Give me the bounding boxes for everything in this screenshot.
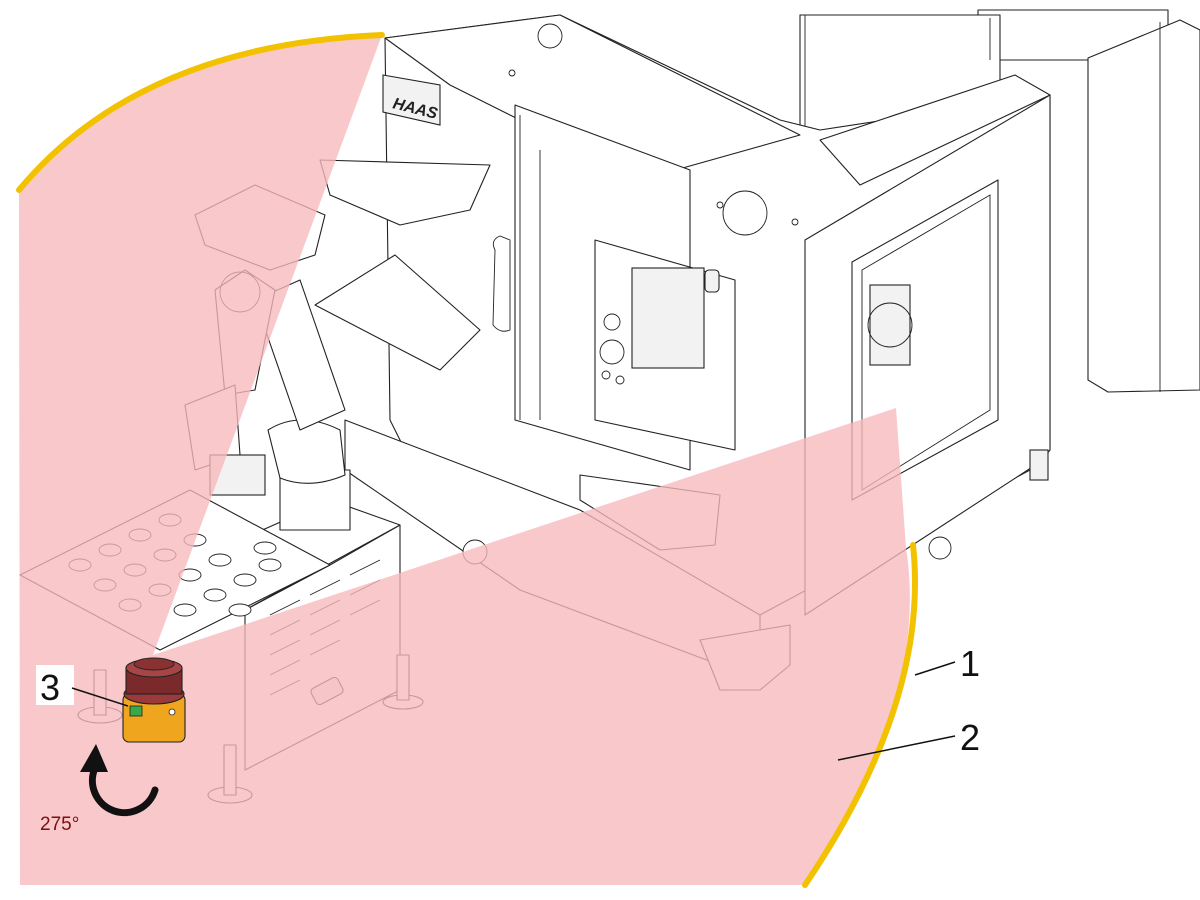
door-handle xyxy=(492,235,511,332)
side-cabinet xyxy=(1087,19,1200,393)
machine-top-panel xyxy=(384,14,801,181)
robot-shoulder xyxy=(267,419,346,484)
rotation-angle-label: 275° xyxy=(40,814,79,835)
chip-tray xyxy=(314,254,481,371)
field-boundary-upper xyxy=(16,32,385,193)
callout-3: 3 xyxy=(40,667,60,708)
callout-1-leader xyxy=(914,661,956,676)
right-enclosure-top xyxy=(819,74,1051,186)
scanner-protective-field xyxy=(19,35,910,885)
field-boundary-lower xyxy=(802,542,918,888)
rotation-arrow-icon xyxy=(80,744,159,817)
callout-1: 1 xyxy=(960,643,980,684)
callout-2: 2 xyxy=(960,717,980,758)
callout-2-leader xyxy=(837,735,956,761)
chuck xyxy=(869,284,911,366)
pendant-screen xyxy=(631,267,705,369)
safety-laser-scanner xyxy=(122,657,186,743)
scanner-indicator xyxy=(129,705,143,717)
callout-3-leader xyxy=(71,687,129,707)
callout-3-box xyxy=(36,665,74,705)
beacon xyxy=(704,269,720,293)
leveling-foot xyxy=(1029,449,1049,481)
chip-chute-upper xyxy=(319,159,491,226)
